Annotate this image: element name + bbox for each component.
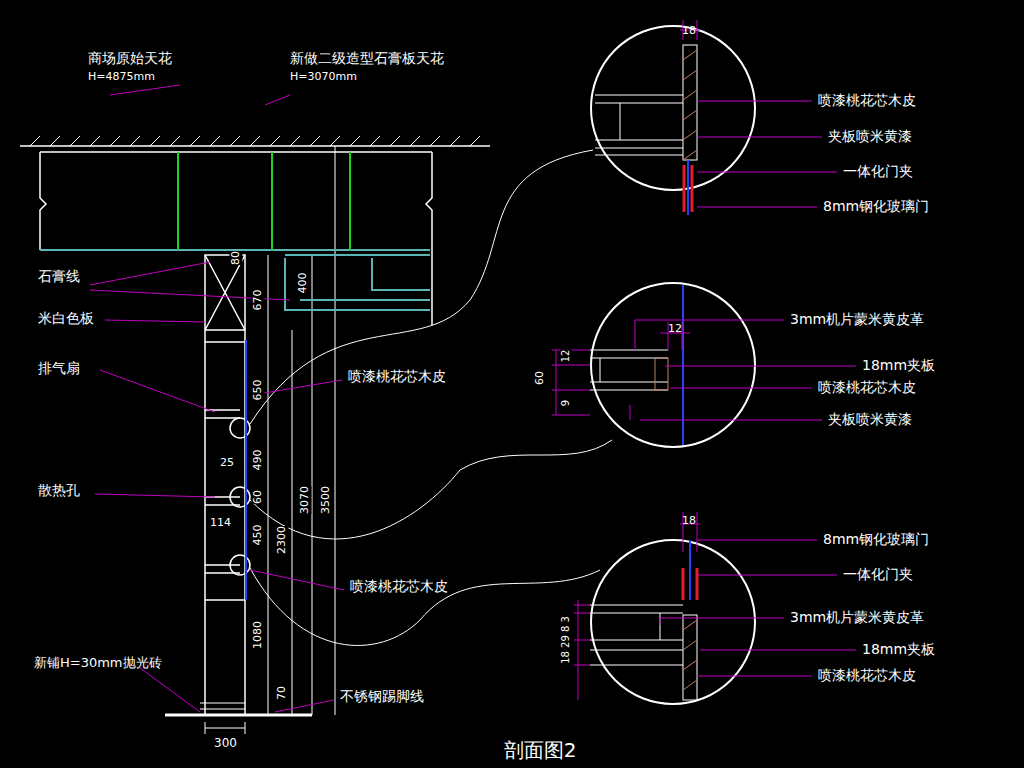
dimension-text: 490 (251, 450, 264, 471)
material-label: 8mm钢化玻璃门 (823, 198, 929, 215)
material-label: 一体化门夹 (843, 566, 913, 583)
dimension-text: 18 (682, 24, 696, 37)
dimension-text: 18 29 8 3 (560, 616, 572, 664)
dimension-text: 12 (560, 350, 572, 363)
dimension-text: 300 (214, 736, 237, 750)
dimension-text: 25 (220, 456, 234, 469)
material-label: 不锈钢踢脚线 (340, 688, 424, 705)
material-label: 18mm夹板 (862, 641, 935, 658)
dimension-text: 670 (251, 290, 264, 311)
material-label: 喷漆桃花芯木皮 (818, 379, 916, 396)
dimension-text: 400 (296, 273, 309, 294)
dimension-text: 2300 (275, 526, 288, 554)
material-label: 排气扇 (38, 360, 80, 377)
material-label: 18mm夹板 (862, 357, 935, 374)
material-label: 新铺H=30mm抛光砖 (34, 655, 162, 671)
dimension-text: 60 (533, 371, 546, 385)
dimension-text: 70 (275, 686, 288, 700)
material-label: 米白色板 (38, 310, 94, 327)
material-label: 商场原始天花 (88, 50, 172, 67)
material-label: 喷漆桃花芯木皮 (818, 667, 916, 684)
material-label: 8mm钢化玻璃门 (823, 531, 929, 548)
material-label: 3mm机片蒙米黄皮革 (790, 609, 924, 626)
dimension-text: 9 (560, 400, 572, 406)
dimension-text: 60 (251, 490, 264, 504)
dimension-text: 1080 (251, 621, 264, 649)
material-label: 喷漆桃花芯木皮 (818, 92, 916, 109)
drawing-caption: 剖面图2 (504, 738, 577, 762)
dimension-text: 3500 (319, 486, 332, 514)
material-label: 夹板喷米黄漆 (828, 128, 912, 145)
material-label: 一体化门夹 (843, 163, 913, 180)
material-label: 喷漆桃花芯木皮 (348, 368, 446, 385)
dimension-text: 3070 (298, 486, 311, 514)
material-label: 石膏线 (38, 268, 80, 285)
dimension-text: 114 (210, 516, 231, 529)
material-label: H=4875mm (88, 70, 155, 83)
material-label: 新做二级造型石膏板天花 (290, 50, 444, 67)
material-label: 3mm机片蒙米黄皮革 (790, 311, 924, 328)
material-label: 喷漆桃花芯木皮 (350, 578, 448, 595)
material-label: 散热孔 (38, 482, 80, 499)
material-label: 夹板喷米黄漆 (828, 411, 912, 428)
dimension-text: 18 (682, 514, 696, 527)
dimension-text: 450 (251, 525, 264, 546)
dimension-text: 650 (251, 380, 264, 401)
dimension-text: 12 (668, 322, 682, 335)
material-label: H=3070mm (290, 70, 357, 83)
dimension-text: 80 (229, 251, 242, 265)
